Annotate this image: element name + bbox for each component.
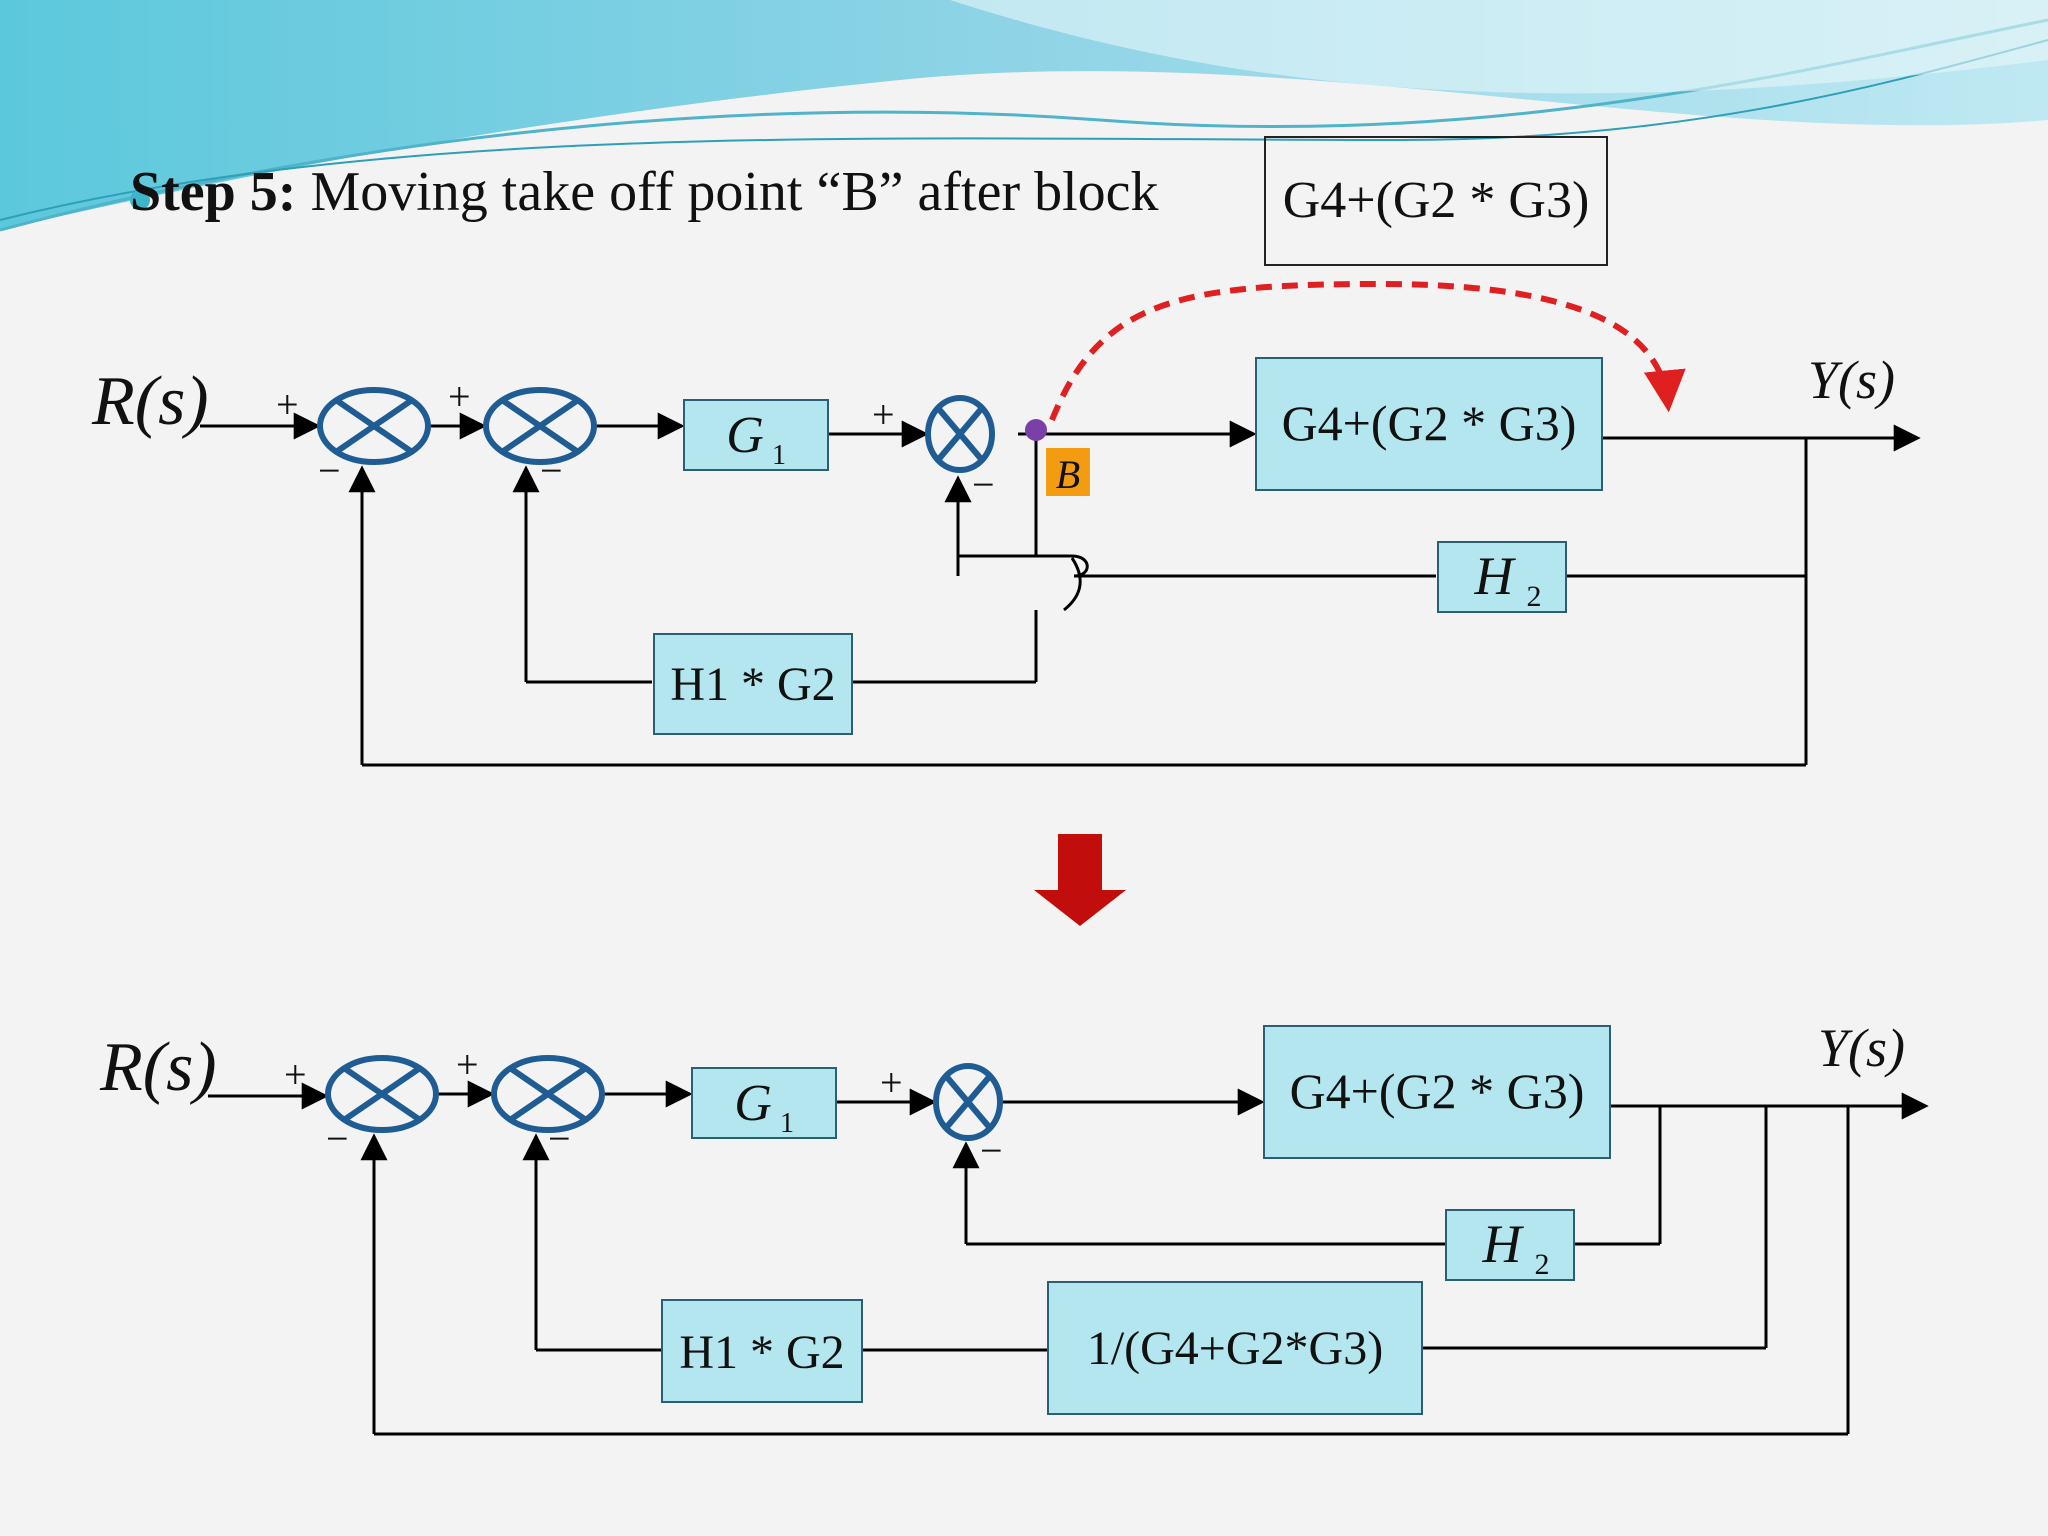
block-forward: G4+(G2 * G3) (1255, 357, 1603, 491)
input-label: R(s) (99, 1029, 217, 1106)
block-label: H1 * G2 (679, 1326, 844, 1379)
summing-junction (925, 395, 995, 473)
heading-block-text: G4+(G2 * G3) (1282, 172, 1590, 229)
minus-sign: − (980, 1128, 1003, 1173)
block-g1: G 1 (691, 1067, 837, 1139)
takeoff-tag (1046, 448, 1090, 496)
step-text: Moving take off point “B” after block (310, 161, 1159, 223)
takeoff-label: B (1056, 452, 1080, 497)
block-label: G (726, 407, 764, 464)
minus-sign: − (548, 1116, 571, 1161)
diagram-after (208, 1080, 1929, 1436)
summing-junction (483, 387, 597, 465)
plus-sign: + (276, 382, 299, 427)
block-subscript: 2 (1527, 580, 1542, 613)
diagram-before (200, 412, 1921, 767)
block-h1g2: H1 * G2 (661, 1299, 863, 1403)
block-g1: G 1 (683, 399, 829, 471)
summing-junction (491, 1055, 605, 1133)
block-label: H (1482, 1214, 1525, 1274)
summing-junction (933, 1063, 1003, 1141)
input-label: R(s) (91, 363, 209, 440)
output-label: Y(s) (1818, 1018, 1905, 1078)
block-label: G (734, 1075, 772, 1132)
takeoff-dot (1025, 419, 1047, 441)
step-label: Step 5: (130, 161, 297, 223)
summing-junction (325, 1055, 439, 1133)
block-h2: H 2 (1445, 1209, 1575, 1281)
heading-block-label: G4+(G2 * G3) (1264, 136, 1608, 266)
block-label: H1 * G2 (670, 658, 835, 711)
block-h1g2: H1 * G2 (653, 633, 853, 735)
block-forward: G4+(G2 * G3) (1263, 1025, 1611, 1159)
block-subscript: 2 (1535, 1248, 1550, 1281)
minus-sign: − (318, 448, 341, 493)
minus-sign: − (540, 448, 563, 493)
block-label: G4+(G2 * G3) (1282, 395, 1577, 451)
block-h2: H 2 (1437, 541, 1567, 613)
plus-sign: + (880, 1060, 903, 1105)
plus-sign: + (284, 1052, 307, 1097)
step-heading: Step 5: Moving take off point “B” after … (130, 160, 1159, 224)
wire-crossover (1063, 557, 1082, 612)
bullet-icon (130, 190, 150, 210)
header-wave (0, 0, 2048, 232)
minus-sign: − (326, 1116, 349, 1161)
block-subscript: 1 (780, 1108, 794, 1139)
minus-sign: − (972, 462, 995, 507)
output-label: Y(s) (1808, 350, 1895, 410)
plus-sign: + (872, 392, 895, 437)
signs-bottom: R(s) Y(s) + − + − + − (99, 1018, 1905, 1173)
block-label: 1/(G4+G2*G3) (1087, 1322, 1383, 1375)
plus-sign: + (456, 1042, 479, 1087)
transition-arrow (1034, 834, 1126, 926)
signs-top: R(s) Y(s) + − + − + − (91, 350, 1895, 507)
block-subscript: 1 (772, 440, 786, 471)
summing-junction (317, 387, 431, 465)
takeoff-point-b: B (1025, 280, 1686, 497)
wire-crossover (1071, 554, 1089, 578)
block-label: H (1474, 546, 1517, 606)
block-label: G4+(G2 * G3) (1290, 1063, 1585, 1119)
plus-sign: + (448, 374, 471, 419)
block-inverse: 1/(G4+G2*G3) (1047, 1281, 1423, 1415)
